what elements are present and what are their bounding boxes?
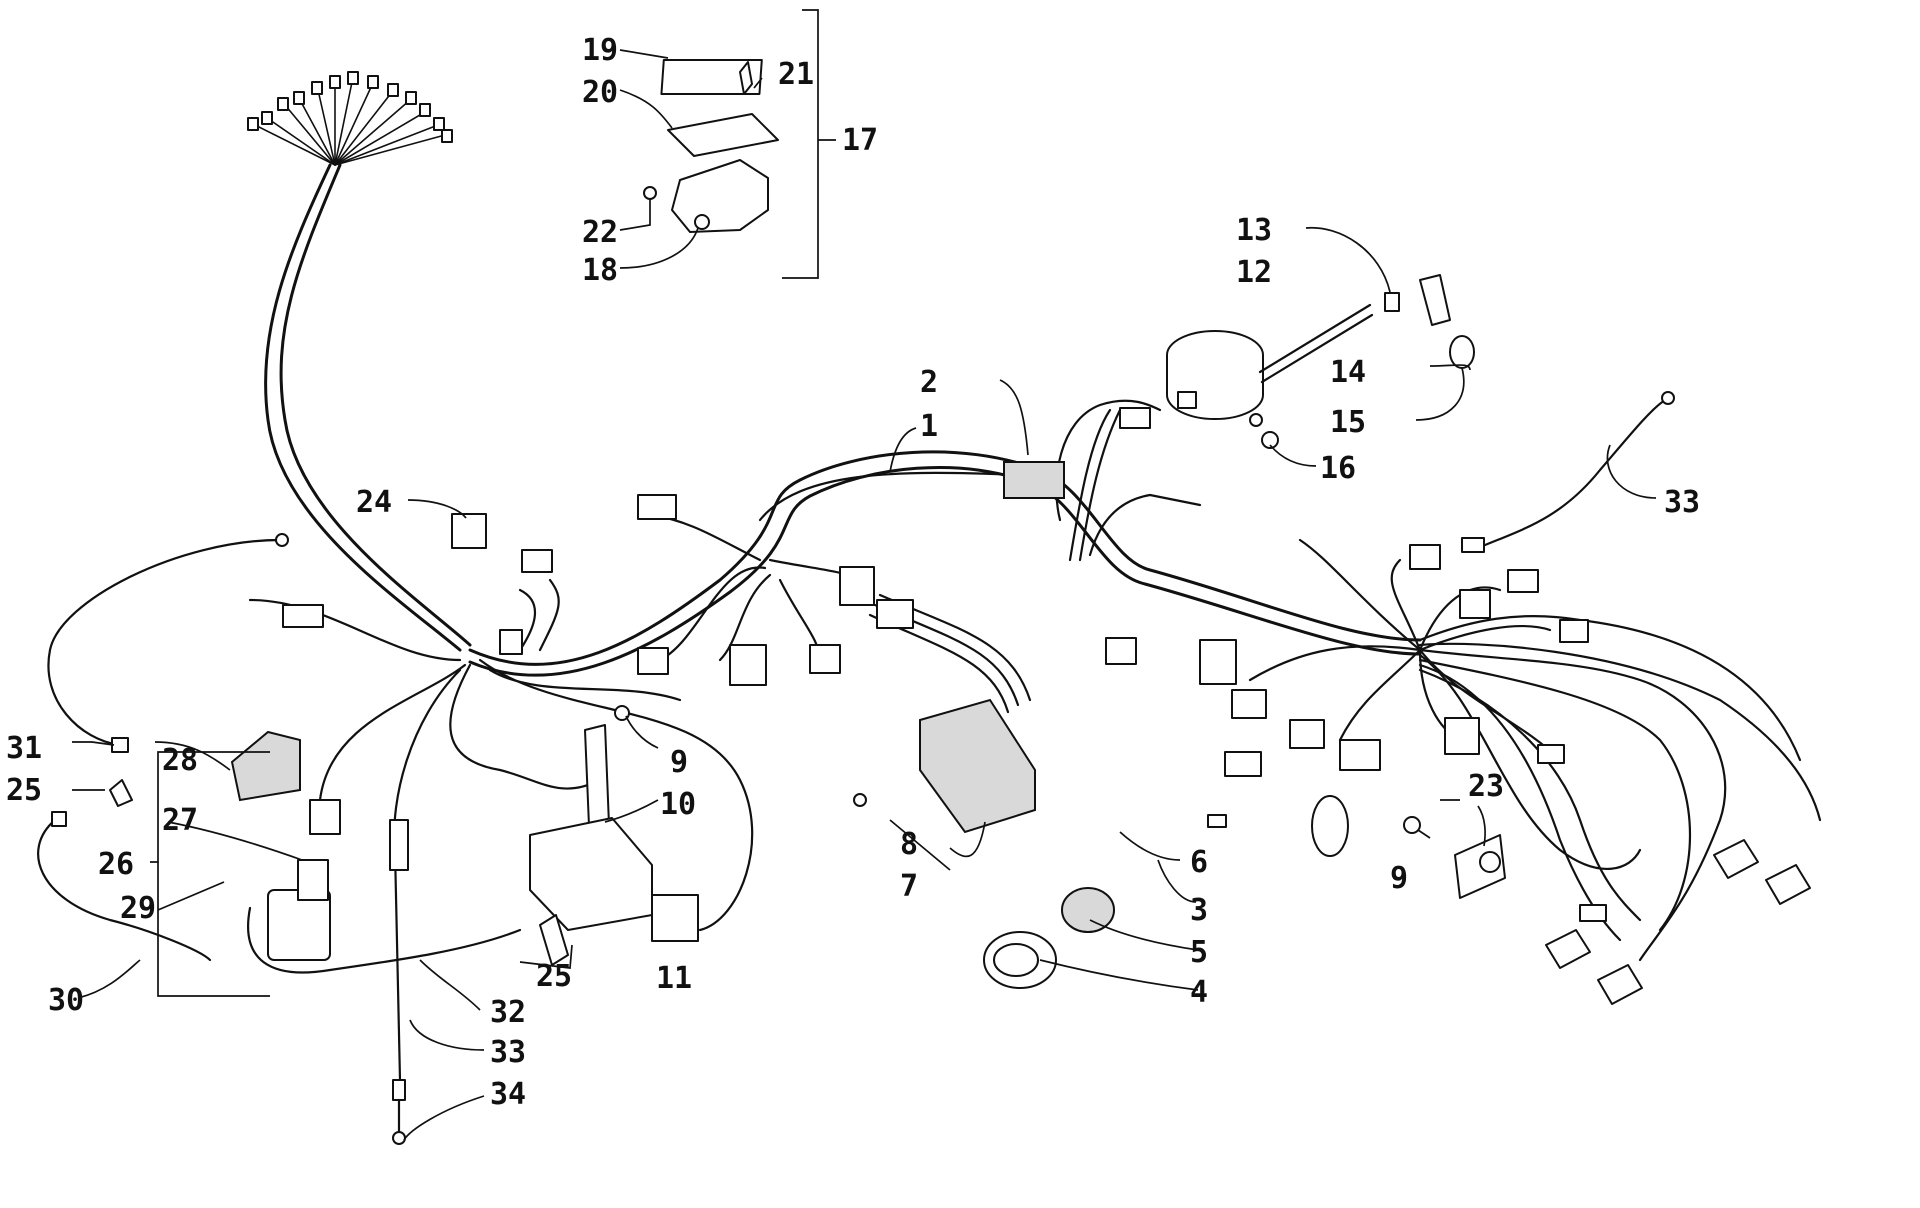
callout-1: 1 <box>920 409 938 444</box>
callout-14: 14 <box>1330 355 1366 390</box>
callout-33-bottom: 33 <box>490 1035 526 1070</box>
callout-5: 5 <box>1190 935 1208 970</box>
callout-25-left: 25 <box>6 773 42 808</box>
callout-17: 17 <box>842 123 878 158</box>
sensor-lead <box>1461 391 1675 553</box>
relay-24 <box>451 513 553 573</box>
ignition-coil <box>1119 303 1374 429</box>
callout-25-right: 25 <box>536 959 572 994</box>
callout-33-right: 33 <box>1664 485 1700 520</box>
callout-13: 13 <box>1236 213 1272 248</box>
callout-9-right: 9 <box>1390 861 1408 896</box>
cdi-box <box>529 817 699 942</box>
callout-22: 22 <box>582 215 618 250</box>
tail-lamp-parts <box>983 751 1349 989</box>
ground-leads <box>37 533 569 974</box>
callout-34: 34 <box>490 1077 526 1112</box>
callout-26: 26 <box>98 847 134 882</box>
lower-sensor-lead <box>389 819 409 1145</box>
callout-31: 31 <box>6 731 42 766</box>
callout-32: 32 <box>490 995 526 1030</box>
callout-16: 16 <box>1320 451 1356 486</box>
leader-lines <box>72 9 1657 1141</box>
light-sockets <box>1545 839 1811 1005</box>
screw-16 <box>1261 431 1279 449</box>
connector-2 <box>1003 461 1065 499</box>
callout-labels: 19 20 21 17 22 18 13 12 14 15 16 2 1 33 … <box>6 33 1700 1112</box>
callout-20: 20 <box>582 75 618 110</box>
callout-10: 10 <box>660 787 696 822</box>
callout-24: 24 <box>356 485 392 520</box>
callout-12: 12 <box>1236 255 1272 290</box>
voltage-regulator <box>853 698 1036 834</box>
callout-8: 8 <box>900 827 918 862</box>
callout-29: 29 <box>120 891 156 926</box>
callout-9-left: 9 <box>670 745 688 780</box>
callout-4: 4 <box>1190 975 1208 1010</box>
callout-27: 27 <box>162 803 198 838</box>
callout-2: 2 <box>920 365 938 400</box>
callout-23: 23 <box>1468 769 1504 804</box>
terminal-ends <box>247 71 453 143</box>
spark-plug-cap <box>1384 274 1475 369</box>
fuse-box-assembly <box>643 59 779 233</box>
callout-3: 3 <box>1190 893 1208 928</box>
starter-relay-cover <box>230 730 301 802</box>
callout-30: 30 <box>48 983 84 1018</box>
callout-15: 15 <box>1330 405 1366 440</box>
switch-plate <box>1403 816 1506 899</box>
callout-19: 19 <box>582 33 618 68</box>
callout-7: 7 <box>900 869 918 904</box>
starter-relay <box>267 859 331 961</box>
callout-21: 21 <box>778 57 814 92</box>
harness-connectors <box>282 494 1607 922</box>
callout-11: 11 <box>656 961 692 996</box>
callout-18: 18 <box>582 253 618 288</box>
callout-6: 6 <box>1190 845 1208 880</box>
callout-28: 28 <box>162 743 198 778</box>
